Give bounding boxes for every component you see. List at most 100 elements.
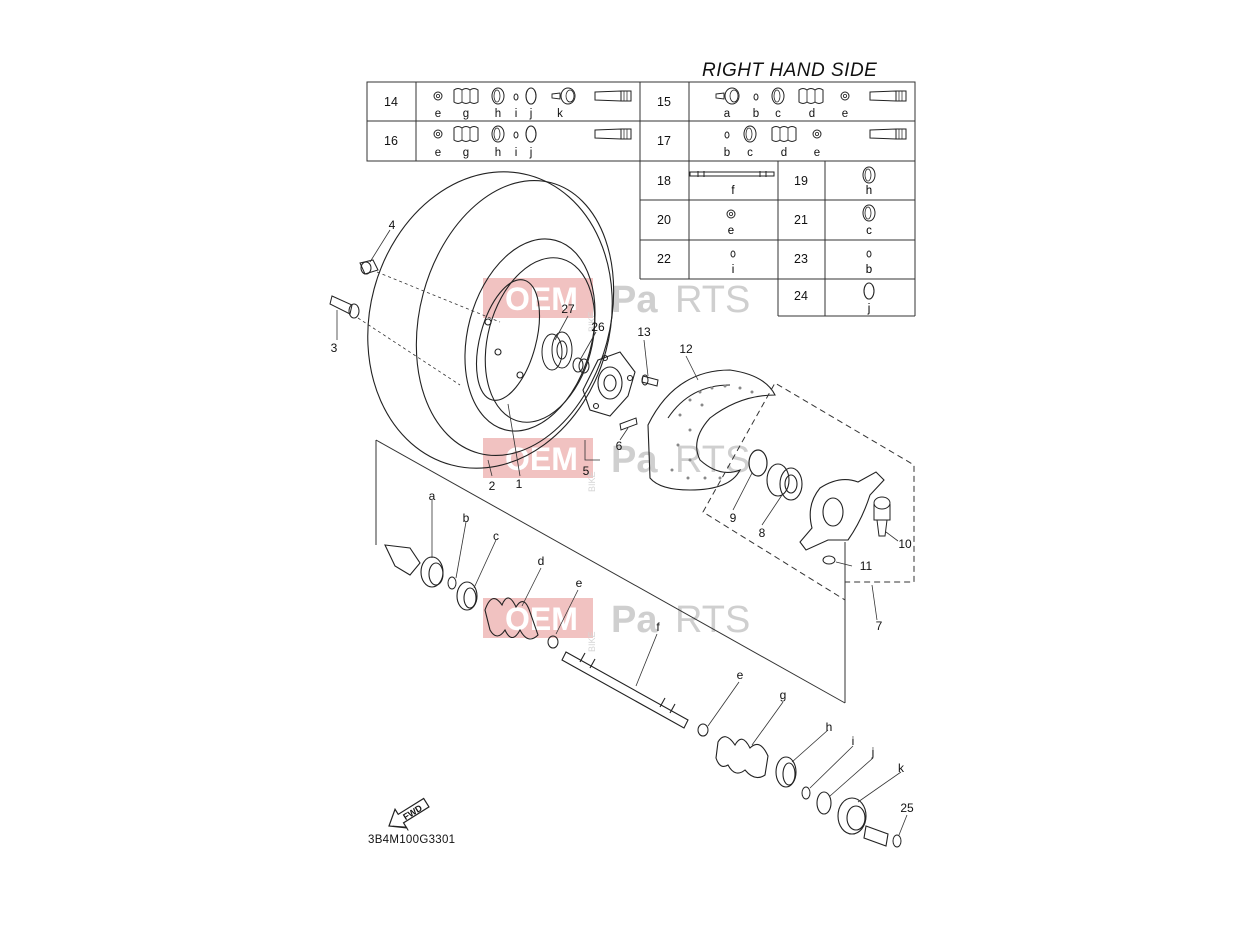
callout-j: j <box>871 745 875 759</box>
callout-d: d <box>538 554 545 568</box>
kit-17-letter-d: d <box>781 147 787 159</box>
svg-text:BIKE: BIKE <box>587 311 597 332</box>
boot-clip-e1 <box>547 635 559 649</box>
kit-21-band-icon <box>862 204 876 222</box>
watermark: OEM BIKE Pa RTS OEM BIKE Pa RTS OEM BIKE… <box>483 278 750 652</box>
kit-table <box>366 81 916 317</box>
svg-text:RTS: RTS <box>675 279 750 321</box>
kit-num-22: 22 <box>657 252 671 266</box>
wheel-stud <box>329 295 360 319</box>
leader-lines <box>336 229 908 836</box>
kit-24-letter-j: j <box>867 303 871 315</box>
knuckle-bearing <box>766 463 803 501</box>
kit-17-letter-e: e <box>814 147 820 159</box>
inner-cv-joint <box>837 797 889 847</box>
callout-e1: e <box>576 576 583 590</box>
kit-22-letter-i: i <box>732 264 735 276</box>
kit-16-letter-i: i <box>515 147 518 159</box>
boot-clip-e2 <box>697 723 709 737</box>
boot-band-h <box>775 756 797 788</box>
wheel-bearing <box>541 331 573 371</box>
kit-14-letter-h: h <box>495 108 501 120</box>
kit-16-letter-e: e <box>435 147 441 159</box>
kit-14-letter-e: e <box>435 108 441 120</box>
kit-14-letter-g: g <box>463 108 469 120</box>
snap-ring-b <box>447 576 457 590</box>
kit-19-band-icon <box>862 166 876 184</box>
callout-4: 4 <box>389 218 396 232</box>
kit-23-ring-icon <box>866 250 872 258</box>
kit-20-clip-icon <box>726 209 736 219</box>
callout-27: 27 <box>561 302 575 316</box>
snap-ring-i <box>801 786 811 800</box>
driveshaft <box>561 651 689 729</box>
callout-k: k <box>898 761 905 775</box>
kit-15-letter-a: a <box>724 108 731 120</box>
boot-d <box>484 597 539 640</box>
brake-disc-guard <box>647 369 776 491</box>
callout-11: 11 <box>860 559 873 573</box>
callout-h: h <box>826 720 833 734</box>
circlip <box>748 449 768 477</box>
svg-text:RTS: RTS <box>675 599 750 641</box>
kit-19-letter-h: h <box>866 185 872 197</box>
svg-text:OEM: OEM <box>505 601 578 637</box>
callout-10: 10 <box>898 537 912 551</box>
callout-26: 26 <box>591 320 605 334</box>
callout-b: b <box>463 511 470 525</box>
callout-2: 2 <box>489 479 496 493</box>
kit-14-icons <box>433 87 632 105</box>
kit-16-letter-j: j <box>529 147 533 159</box>
svg-text:OEM: OEM <box>505 281 578 317</box>
kit-17-letter-c: c <box>747 147 753 159</box>
disc-bolt <box>641 374 659 387</box>
circlip-j <box>816 791 832 815</box>
callout-3: 3 <box>331 341 338 355</box>
kit-24-ring-icon <box>863 282 875 300</box>
callout-25: 25 <box>900 801 914 815</box>
spacer <box>572 357 590 374</box>
kit-num-14: 14 <box>384 95 398 109</box>
driveshaft-frame <box>375 439 846 704</box>
kit-num-21: 21 <box>794 213 808 227</box>
callout-c: c <box>493 529 499 543</box>
kit-15-letter-b: b <box>753 108 759 120</box>
svg-text:Pa: Pa <box>611 279 658 321</box>
kit-23-letter-b: b <box>866 264 872 276</box>
kit-num-16: 16 <box>384 134 398 148</box>
fwd-arrow-icon: FWD <box>388 797 430 831</box>
kit-21-letter-c: c <box>866 225 872 237</box>
callout-12: 12 <box>679 342 693 356</box>
kit-15-letter-d: d <box>809 108 815 120</box>
kit-num-19: 19 <box>794 174 808 188</box>
callout-a: a <box>429 489 436 503</box>
callout-8: 8 <box>759 526 766 540</box>
kit-num-20: 20 <box>657 213 671 227</box>
steering-knuckle <box>799 471 885 551</box>
diagram-title: RIGHT HAND SIDE <box>702 60 878 81</box>
callout-6: 6 <box>616 439 623 453</box>
kit-14-letter-k: k <box>557 108 563 120</box>
snap-ring-25 <box>892 834 902 848</box>
callout-1: 1 <box>516 477 523 491</box>
diagram-code: 3B4M100G3301 <box>368 834 456 846</box>
kit-num-24: 24 <box>794 289 808 303</box>
callout-13: 13 <box>637 325 651 339</box>
wheel-nut <box>359 259 379 275</box>
kit-20-letter-e: e <box>728 225 734 237</box>
wheel-hub <box>582 351 636 417</box>
kit-16-icons <box>433 125 632 143</box>
boot-band-c <box>456 581 478 611</box>
kit-18-letter-f: f <box>731 185 735 197</box>
wheel-tire <box>367 171 615 469</box>
kit-num-17: 17 <box>657 134 671 148</box>
svg-text:Pa: Pa <box>611 599 658 641</box>
boot-g <box>715 736 769 779</box>
callout-7: 7 <box>876 619 883 633</box>
kit-num-23: 23 <box>794 252 808 266</box>
kit-14-letter-i: i <box>515 108 518 120</box>
callout-i: i <box>852 734 855 748</box>
kit-17-icons <box>724 125 907 143</box>
ball-joint <box>873 496 891 537</box>
